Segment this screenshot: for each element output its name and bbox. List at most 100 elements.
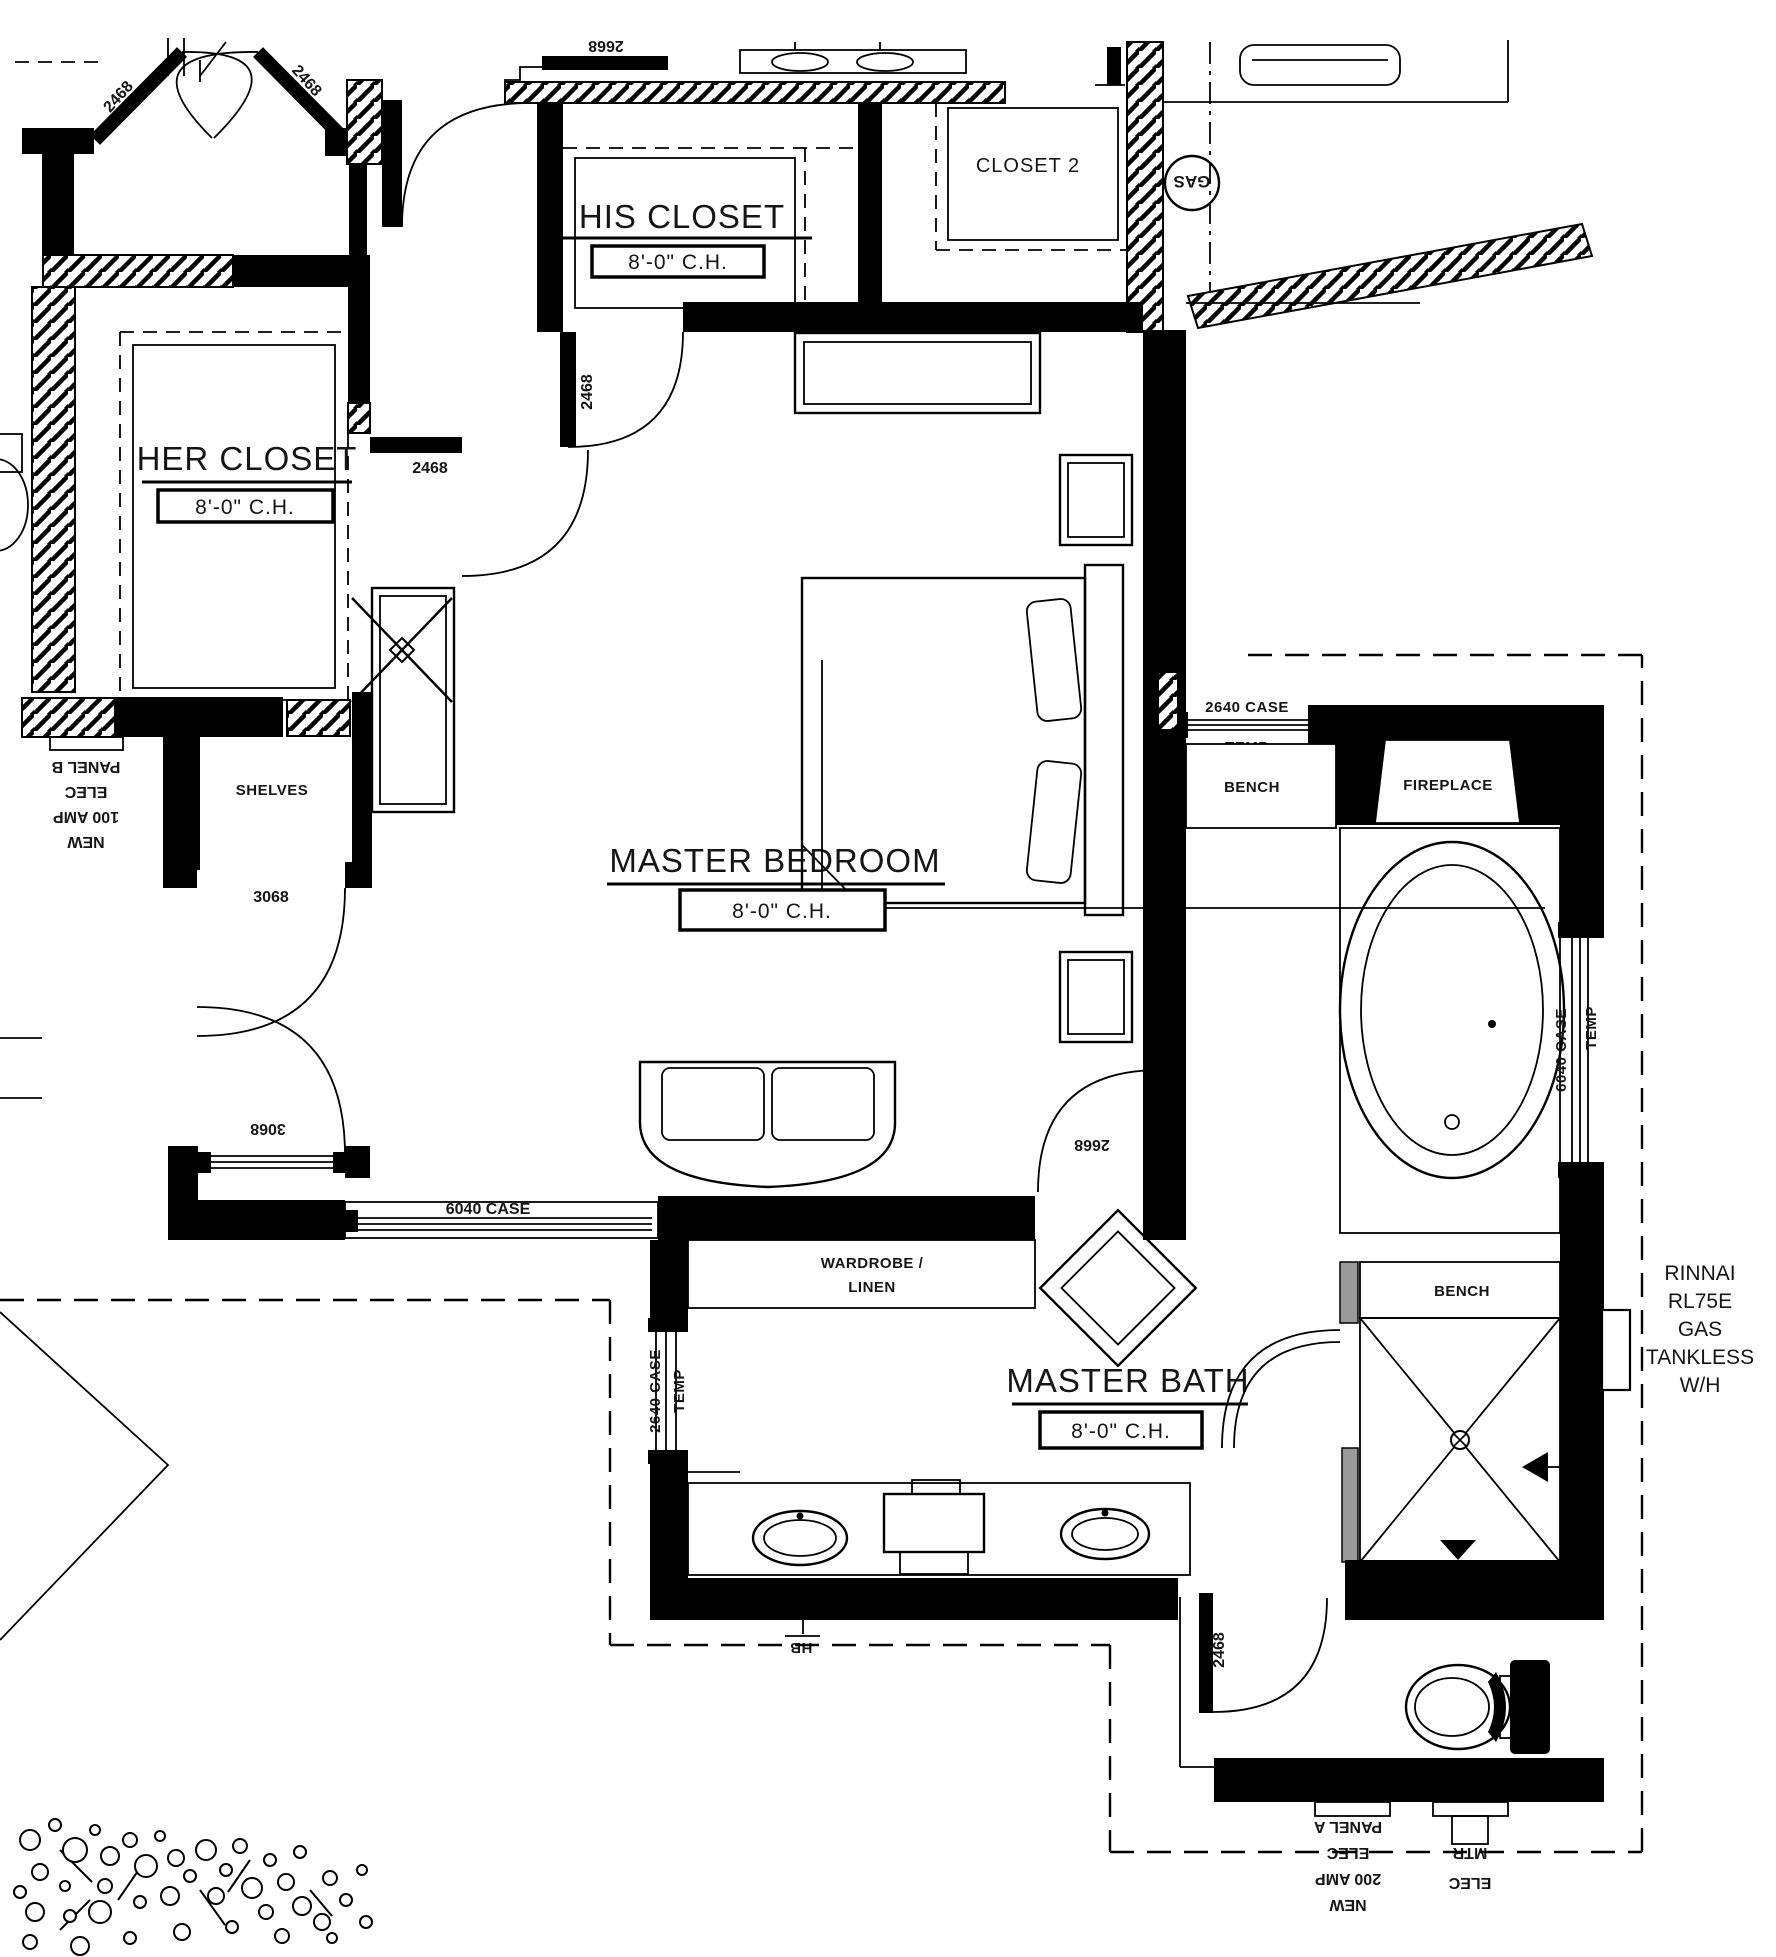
bedroom-north-wall <box>683 302 1143 332</box>
window-dim: 6040 CASE <box>1553 1008 1570 1092</box>
south-window-6040: 6040 CASE <box>168 1200 659 1240</box>
wh-line: RL75E <box>1668 1290 1732 1313</box>
landscaping <box>13 1818 373 1956</box>
dresser <box>793 331 1042 415</box>
master-bedroom-ch: 8'-0" C.H. <box>732 900 832 923</box>
door-swing <box>196 887 346 1037</box>
panel-a-line: NEW <box>1328 1896 1366 1913</box>
door-swing <box>461 449 589 577</box>
water-heater-unit <box>1600 1308 1632 1392</box>
her-closet: HER CLOSET 8'-0" C.H. 2468 <box>31 254 589 701</box>
wardrobe-label: LINEN <box>848 1279 896 1296</box>
wardrobe-linen-closet: WARDROBE / LINEN <box>687 1239 1036 1309</box>
shower-glass <box>1339 1261 1359 1324</box>
master-bedroom-title: MASTER BEDROOM 8'-0" C.H. <box>607 660 1545 932</box>
wh-line: RINNAI <box>1664 1262 1735 1285</box>
door-dim: 2468 <box>579 374 596 410</box>
vanity <box>687 1479 1191 1576</box>
shower-valve <box>1440 1540 1476 1560</box>
shelves-label: SHELVES <box>236 782 308 799</box>
shelves-closet: SHELVES 3068 <box>163 692 372 1037</box>
ceiling-fan <box>351 597 453 703</box>
shower-south-wall <box>1345 1560 1604 1620</box>
his-closet-label: HIS CLOSET <box>579 198 785 235</box>
shower-door-swing <box>1221 1329 1341 1449</box>
bench-label: BENCH <box>1224 779 1280 796</box>
door-leaf <box>560 332 576 447</box>
cut-lines <box>0 1037 42 1099</box>
door-swing <box>196 1006 346 1156</box>
door-leaf <box>253 47 350 145</box>
panel-b-line: ELEC <box>64 783 107 800</box>
bedroom-east-wall <box>1143 330 1186 1240</box>
wh-line: GAS <box>1678 1318 1722 1341</box>
window-note: TEMP <box>1583 1006 1600 1050</box>
door-dim: 2468 <box>412 460 448 477</box>
door-dim: 2468 <box>1211 1632 1228 1668</box>
fireplace <box>1373 739 1522 824</box>
panel-a-line: PANEL A <box>1313 1818 1382 1835</box>
elec-panel-a-note: NEW 200 AMP ELEC PANEL A <box>1313 1801 1391 1913</box>
cutoff-fixture <box>0 433 29 552</box>
closet-2: CLOSET 2 <box>935 103 1127 251</box>
window-dim: 6040 CASE <box>446 1201 531 1218</box>
window-dim: 2640 CASE <box>647 1349 664 1433</box>
panel-b-line: 100 AMP <box>53 808 119 825</box>
master-bath-ch: 8'-0" C.H. <box>1071 1420 1171 1443</box>
door-dim: 3068 <box>250 1120 286 1137</box>
shower-bench: BENCH <box>1359 1261 1561 1319</box>
window-note: TEMP <box>671 1369 688 1413</box>
her-closet-label: HER CLOSET <box>137 440 358 477</box>
water-closet: 2468 <box>1179 1593 1604 1802</box>
window-dim: 2640 CASE <box>1205 699 1289 716</box>
door-header <box>542 56 668 70</box>
entry-vestibule: 2468 2468 2668 <box>15 38 531 262</box>
fireplace-label: FIREPLACE <box>1403 777 1493 794</box>
west-mid-wall <box>21 697 351 738</box>
existing-appliance <box>1239 44 1401 86</box>
bath-east-wall: 6040 CASE TEMP <box>1553 705 1604 1560</box>
property-dashed-lines <box>0 653 1644 1854</box>
panel-b-line: PANEL B <box>52 758 121 775</box>
his-closet: HIS CLOSET 8'-0" C.H. 2468 <box>537 103 882 448</box>
hatched-wall <box>1126 41 1164 333</box>
hatched-wall <box>346 79 383 165</box>
shower: BENCH <box>1221 1261 1561 1574</box>
shower-head <box>1522 1452 1548 1482</box>
elec-panel-b-note: NEW 100 AMP ELEC PANEL B <box>49 736 124 850</box>
his-closet-ch: 8'-0" C.H. <box>628 251 728 274</box>
panel-a-line: 200 AMP <box>1315 1870 1381 1887</box>
nightstand <box>1058 453 1134 547</box>
sink <box>751 1509 849 1567</box>
bench-window-seat: BENCH <box>1185 743 1337 829</box>
door-leaf <box>1199 1593 1213 1713</box>
wh-line: TANKLESS <box>1646 1346 1754 1369</box>
master-bath: 2668 2640 CASE TEMP WARDROBE / LINEN MAS… <box>647 1069 1249 1656</box>
hose-bib-note: HB <box>785 1620 820 1656</box>
closet-2-label: CLOSET 2 <box>976 155 1080 177</box>
north-exterior-wall: 2668 <box>504 37 1509 104</box>
header-dim: 2668 <box>588 37 624 54</box>
roof-valley-lines <box>0 1311 170 1641</box>
existing-vanity <box>739 42 967 74</box>
nightstand <box>1058 950 1134 1044</box>
sink <box>1059 1507 1151 1561</box>
panel-b-line: NEW <box>66 833 104 850</box>
door-swing <box>1212 1597 1328 1713</box>
door-dim: 2668 <box>1074 1136 1110 1153</box>
meter-line: MTR <box>1452 1844 1487 1861</box>
door-swing <box>1037 1069 1161 1193</box>
diagonal-beam <box>1186 222 1594 330</box>
accent-chair <box>1038 1208 1198 1368</box>
south-wall <box>1214 1758 1604 1802</box>
bench-label: BENCH <box>1434 1283 1490 1300</box>
bath-north-wall: FIREPLACE 2640 CASE TEMP BENCH <box>1157 671 1604 829</box>
closet2-door-leaf <box>1107 47 1121 85</box>
entry-double-doors: 2468 2468 <box>90 47 350 145</box>
master-bath-label: MASTER BATH <box>1006 1362 1249 1399</box>
door-leaf <box>90 47 187 145</box>
door-dim: 3068 <box>253 889 289 906</box>
gas-meter-label: GAS <box>1174 172 1211 191</box>
